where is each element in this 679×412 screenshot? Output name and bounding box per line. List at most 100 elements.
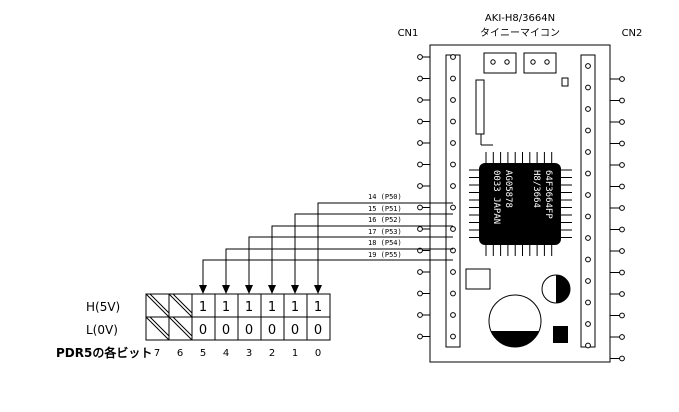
bit-number-6: 6 [177, 348, 183, 359]
cn1-pins [417, 54, 456, 340]
pin-label-p55: 19 (P55) [368, 251, 402, 259]
cn2-header-hole [585, 84, 591, 91]
low-row-label: L(0V) [86, 323, 118, 337]
bit-number-0: 0 [315, 348, 321, 359]
connector-cn2-label: CN2 [622, 28, 643, 39]
unused-bit-hatch [168, 316, 193, 341]
wire-arrow-p50 [314, 285, 322, 294]
cn1-pin [417, 161, 423, 168]
jumper-pin [544, 59, 550, 65]
cn1-pin [417, 204, 423, 211]
cn2-pin [619, 248, 625, 254]
cn2-pin [619, 312, 625, 319]
port5-pin-labels: 14 (P50) 15 (P51) 16 (P52) 17 (P53) 18 (… [368, 193, 402, 259]
cn1-pin [417, 97, 423, 103]
cn2-pin [619, 291, 625, 297]
jumper-right [523, 52, 557, 74]
wire-arrow-p52 [268, 285, 276, 294]
bits-row-label: PDR5の各ビット [56, 345, 152, 360]
capacitor-large-polarity [491, 331, 539, 347]
wire-arrow-p51 [291, 285, 299, 294]
bit0-high-value: 1 [314, 300, 322, 315]
chip-leads [469, 152, 572, 256]
bit5-low-value: 0 [199, 323, 207, 338]
bit2-low-value: 0 [268, 323, 276, 338]
cn1-pin [417, 333, 423, 340]
cn1-pin [417, 269, 423, 275]
cn2-pin [619, 97, 625, 104]
cn1-header-hole [450, 269, 456, 275]
cn2-pins [585, 63, 625, 362]
cn2-header-hole [585, 278, 591, 284]
small-component [561, 77, 569, 87]
cn2-header-hole [585, 299, 591, 306]
bit-number-7: 7 [154, 348, 160, 359]
wire-p54 [225, 248, 453, 286]
bit0-low-value: 0 [314, 323, 322, 338]
cn2-pin [619, 162, 625, 168]
cn2-pin [619, 76, 625, 82]
cn2-pin [619, 226, 625, 233]
cn2-header-hole [585, 127, 591, 134]
cn2-header-hole [585, 321, 591, 327]
pin-label-p54: 18 (P54) [368, 239, 402, 247]
unused-bit-hatch [145, 316, 170, 341]
pin-label-p50: 14 (P50) [368, 193, 402, 201]
unused-bit-hatch [168, 293, 193, 318]
bit-number-1: 1 [292, 348, 298, 359]
jumper-left [483, 52, 517, 74]
cn2-header-hole [585, 170, 591, 177]
cn1-header-hole [450, 333, 456, 340]
board-subtitle: タイニーマイコン [480, 27, 560, 39]
pin-label-p52: 16 (P52) [368, 216, 402, 224]
cn1-header-hole [450, 75, 456, 82]
cn1-header-hole [450, 118, 456, 125]
bit2-high-value: 1 [268, 300, 276, 315]
wire-p53 [248, 236, 453, 286]
wire-arrow-p54 [222, 285, 230, 294]
cn2-pin [619, 269, 625, 276]
cn2-pin [619, 183, 625, 190]
capacitor-small-polarity [556, 275, 570, 303]
cn1-pin [417, 183, 423, 189]
cn2-pin [619, 355, 625, 362]
cn1-header-hole [450, 204, 456, 211]
pdr5-register-table: H(5V) L(0V) PDR5の各ビット 1 1 1 1 1 1 0 0 0 … [56, 293, 331, 360]
cn1-pin [417, 290, 423, 297]
small-ic [465, 268, 491, 290]
wire-arrow-p55 [199, 285, 207, 294]
cn2-header-hole [585, 235, 591, 241]
cn2-header-hole [585, 63, 591, 69]
cn1-pin [417, 226, 423, 232]
port5-wires [199, 202, 453, 294]
cn2-header-hole [585, 256, 591, 263]
cn2-pin [619, 334, 625, 340]
cn1-header-hole [450, 290, 456, 297]
cn1-pin [417, 54, 423, 60]
connector-cn1-label: CN1 [398, 28, 419, 39]
cn2-header-hole [585, 213, 591, 220]
chip-marking-4: 0033 JAPAN [491, 170, 501, 224]
unused-bit-hatch [149, 316, 170, 337]
jumper-pin [490, 59, 496, 65]
bit5-high-value: 1 [199, 300, 207, 315]
cn2-header-hole [585, 149, 591, 155]
cn1-pin [417, 140, 423, 146]
cn1-pin [417, 75, 423, 82]
bit-number-2: 2 [269, 348, 275, 359]
chip-marking-1: 64F3664FP [543, 170, 553, 219]
cn1-header-hole [450, 226, 456, 232]
mcu-chip [479, 163, 561, 245]
wire-p55 [202, 259, 453, 286]
cn2-pin [619, 205, 625, 211]
bit4-high-value: 1 [222, 300, 230, 315]
bit3-low-value: 0 [245, 323, 253, 338]
wire-p50 [317, 202, 453, 286]
crystal [475, 79, 485, 135]
cn1-pin [417, 118, 423, 125]
cn2-pin [619, 119, 625, 125]
bit4-low-value: 0 [222, 323, 230, 338]
wire-p52 [271, 225, 453, 286]
cn1-header-hole [450, 97, 456, 103]
cn1-header-hole [450, 140, 456, 146]
